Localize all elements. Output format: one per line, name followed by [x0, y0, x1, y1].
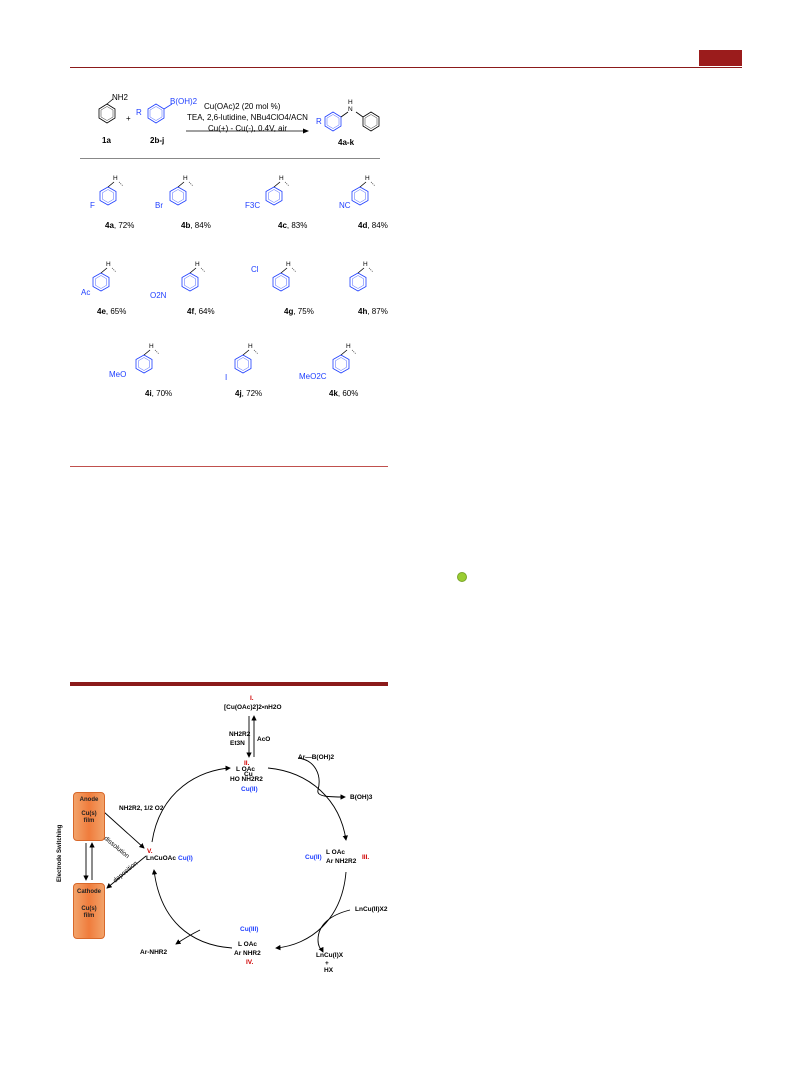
compound-label-4i: 4i, 70% [145, 389, 173, 398]
species-V-ox: Cu(I) [178, 855, 193, 862]
cathode-film-line2: film [83, 913, 95, 919]
nh-label: H [149, 343, 154, 350]
byproduct-plus: + [325, 960, 329, 967]
compound-label-4f: 4f, 64% [187, 307, 215, 316]
product-r-label: R [316, 117, 322, 126]
cathode-label: Cathode [77, 889, 101, 895]
compound-label-4a: 4a, 72% [105, 221, 135, 230]
boronic-acid-label: B(OH)2 [170, 97, 198, 106]
species-II-line1: L OAc [236, 766, 256, 773]
compound-label-4b: 4b, 84% [181, 221, 211, 230]
substituent-label: F3C [245, 201, 261, 210]
compound-label-4k: 4k, 60% [329, 389, 359, 398]
substituent-label: MeO2C [299, 372, 327, 381]
nh-label: H [248, 343, 253, 350]
nh2-label: NH2 [112, 93, 129, 102]
species-V-label: V. [147, 848, 153, 855]
nh-label: H [106, 261, 111, 268]
species-IV-line1: L OAc [238, 941, 258, 948]
nh-label: H [195, 261, 200, 268]
header-tab [699, 50, 742, 66]
nh-label: H [183, 175, 188, 182]
species-II-ox: Cu(II) [241, 786, 258, 793]
scheme-divider [80, 158, 380, 159]
nh-label: H [279, 175, 284, 182]
nh-label: H [365, 175, 370, 182]
product-ar-nhr2: Ar-NHR2 [140, 949, 168, 956]
condition-1: Cu(OAc)2 (20 mol %) [204, 102, 281, 111]
compound-label-4g: 4g, 75% [284, 307, 314, 316]
compound-label-4h: 4h, 87% [358, 307, 388, 316]
condition-2: TEA, 2,6-lutidine, NBu4ClO4/ACN [187, 113, 308, 122]
compound-label-4d: 4d, 84% [358, 221, 388, 230]
product-label: 4a-k [338, 138, 355, 147]
anode-electrode [73, 792, 105, 841]
species-IV-line2: Ar NHR2 [234, 950, 261, 957]
species-IV-label: IV. [246, 959, 254, 966]
amine-oxygen-reagent: NH2R2, 1/2 O2 [119, 805, 164, 812]
anode-film-line1: Cu(s) [81, 811, 97, 817]
scheme-structures [98, 98, 380, 134]
cathode-film-line1: Cu(s) [81, 906, 97, 912]
nh-label: H [363, 261, 368, 268]
substituent-label: O2N [150, 291, 167, 300]
species-III-line1: L OAc [326, 849, 346, 856]
figure-top-bar [70, 682, 388, 686]
header-rule [70, 67, 742, 68]
species-IV-ox: Cu(III) [240, 926, 259, 933]
reactant2-label: 2b-j [150, 136, 165, 145]
cathode-electrode [73, 883, 105, 939]
species-III-ox: Cu(II) [305, 854, 322, 861]
nh-label: H [113, 175, 118, 182]
species-V-formula: LnCuOAc [146, 855, 176, 862]
amine-reagent: NH2R2 [229, 731, 251, 738]
reduced-copper: LnCu(I)X [316, 952, 344, 959]
species-II-cu: Cu [244, 771, 253, 778]
aryl-boronic-acid: Ar—B(OH)2 [298, 754, 335, 761]
anode-label: Anode [79, 797, 99, 803]
oxidant-reagent: LnCu(II)X2 [355, 906, 388, 913]
plus-sign: + [126, 114, 131, 123]
substituent-label: Br [155, 201, 163, 210]
species-II-label: II. [244, 760, 250, 767]
anode-film-line2: film [83, 818, 95, 824]
condition-3: Cu(+) - Cu(-), 0.4V, air [208, 124, 288, 133]
substituent-label: Cl [251, 265, 259, 274]
boric-acid: B(OH)3 [350, 794, 373, 801]
product-nh-label: H N [348, 99, 353, 113]
bullet-dot [457, 572, 467, 582]
nh-label: H [346, 343, 351, 350]
substituent-label: MeO [109, 370, 127, 379]
species-I-label: I. [250, 695, 254, 702]
compound-label-4e: 4e, 65% [97, 307, 127, 316]
compound-label-4j: 4j, 72% [235, 389, 263, 398]
reactant1-label: 1a [102, 136, 111, 145]
acetate-label: AcO [257, 736, 271, 743]
substituent-label: F [90, 201, 95, 210]
species-II-line2: HO NH2R2 [230, 776, 263, 783]
base-reagent: Et3N [230, 740, 245, 747]
r-group-label: R [136, 108, 142, 117]
substituent-label: NC [339, 201, 351, 210]
electrode-switching-label: Electrode Switching [57, 824, 63, 882]
species-I-formula: [Cu(OAc)2]2•nH2O [224, 704, 282, 711]
species-III-line2: Ar NH2R2 [326, 858, 357, 865]
section-divider [70, 466, 388, 467]
substituent-label: I [225, 373, 228, 382]
byproduct-hx: HX [324, 967, 334, 974]
compound-label-4c: 4c, 83% [278, 221, 308, 230]
species-III-label: III. [362, 854, 370, 861]
nh-label: H [286, 261, 291, 268]
substituent-label: Ac [81, 288, 91, 297]
